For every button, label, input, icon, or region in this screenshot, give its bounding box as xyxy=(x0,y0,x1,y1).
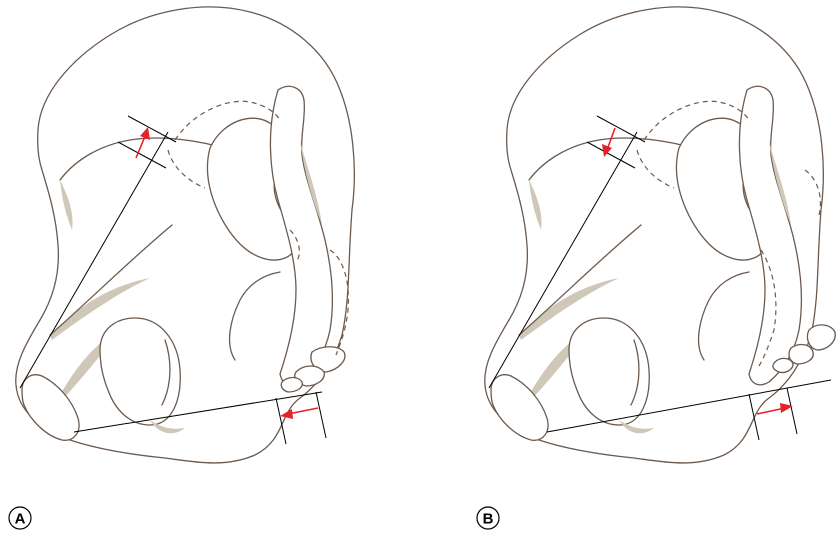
lower-tick-2-b xyxy=(787,388,797,434)
lower-tick-2-a xyxy=(316,392,326,438)
panel-label-b-text: B xyxy=(483,511,494,528)
panel-label-b: B xyxy=(477,507,499,529)
coccyx-3-b xyxy=(773,358,793,372)
panel-a xyxy=(16,7,355,463)
panel-label-a: A xyxy=(9,507,31,529)
panel-b xyxy=(485,7,835,463)
coccyx-2-b xyxy=(789,345,813,364)
lower-arrow-a xyxy=(288,408,318,414)
panel-label-a-text: A xyxy=(15,511,26,528)
coccyx-1-b xyxy=(807,325,835,350)
